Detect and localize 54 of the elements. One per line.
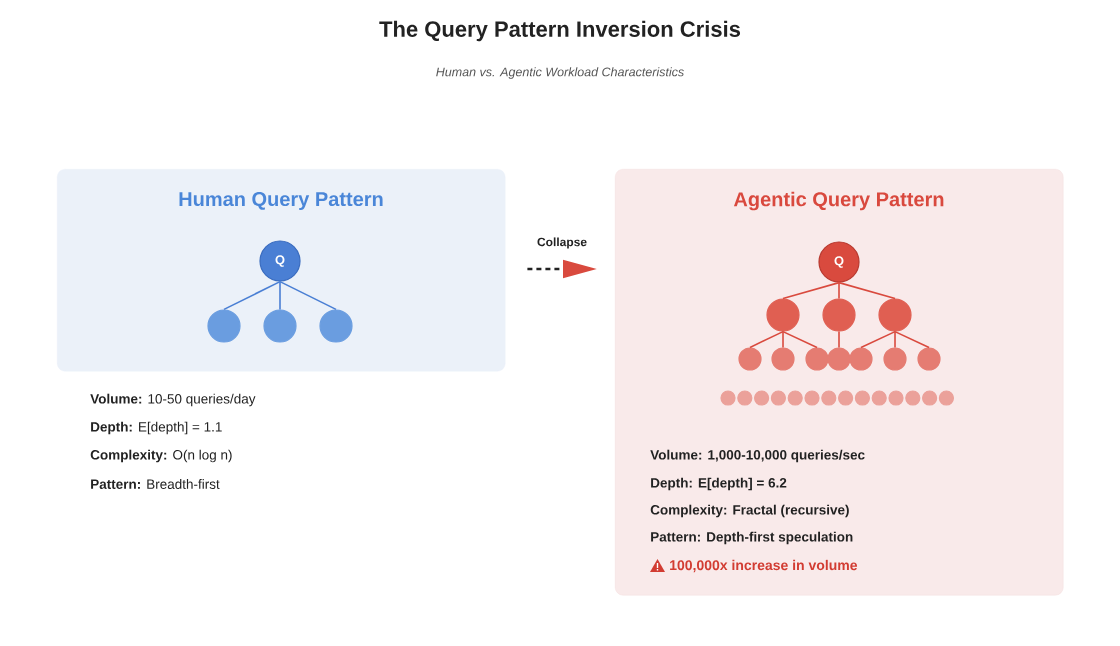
connector-line [838, 330, 840, 349]
child-circle [871, 390, 887, 406]
child-circle [207, 309, 241, 343]
child-circle [770, 390, 786, 406]
child-circle [938, 390, 954, 406]
diagram-title: The Query Pattern Inversion Crisis [379, 20, 741, 42]
child-circle [319, 309, 353, 343]
connector-line [279, 280, 337, 311]
connector-line [894, 330, 930, 349]
subtitle: Human vs. Agentic Workload Characteristics [436, 67, 684, 79]
stat-line: Complexity: O(n log n) [90, 449, 232, 463]
stat-line: Depth: E[depth] = 1.1 [91, 421, 222, 435]
child-circle [878, 298, 912, 332]
connector-line [782, 281, 840, 300]
stat-line: Complexity: Fractal (recursive) [650, 504, 849, 518]
child-circle [754, 390, 770, 406]
edge-label: Collapse [537, 237, 587, 249]
connector-line [782, 330, 784, 349]
child-circle [263, 309, 297, 343]
stat-line: Depth: E[depth] = 6.2 [651, 477, 787, 491]
child-circle [822, 298, 856, 332]
connector-line [223, 280, 281, 311]
child-circle [917, 347, 941, 371]
child-circle [905, 390, 921, 406]
child-circle [827, 347, 851, 371]
connector-line [894, 330, 896, 349]
child-circle [738, 347, 762, 371]
connector-line [838, 281, 840, 300]
child-circle [737, 390, 753, 406]
child-circle [766, 298, 800, 332]
stat-line: Volume: 1,000-10,000 queries/sec [650, 449, 865, 463]
child-circle [804, 390, 820, 406]
connector-line [860, 330, 896, 349]
child-circle [821, 390, 837, 406]
child-circle [805, 347, 829, 371]
child-circle [849, 347, 873, 371]
child-circle [838, 390, 854, 406]
stat-line: Volume: 10-50 queries/day [90, 393, 256, 407]
child-circle [771, 347, 795, 371]
connector-line [838, 281, 896, 300]
connector-line [782, 330, 818, 349]
stat-line: Pattern: Depth-first speculation [651, 531, 853, 545]
child-circle [854, 390, 870, 406]
child-circle [888, 390, 904, 406]
connector-line [279, 280, 281, 311]
stat-line: Pattern: Breadth-first [91, 479, 220, 489]
child-circle [787, 390, 803, 406]
warning-line: 100,000x increase in volume [650, 559, 858, 573]
child-circle [720, 390, 736, 406]
connector-line [749, 330, 784, 349]
child-circle [922, 390, 938, 406]
child-circle [883, 347, 907, 371]
panel-heading: Human Query Pattern [179, 191, 383, 211]
panel-heading: Agentic Query Pattern [733, 191, 944, 211]
